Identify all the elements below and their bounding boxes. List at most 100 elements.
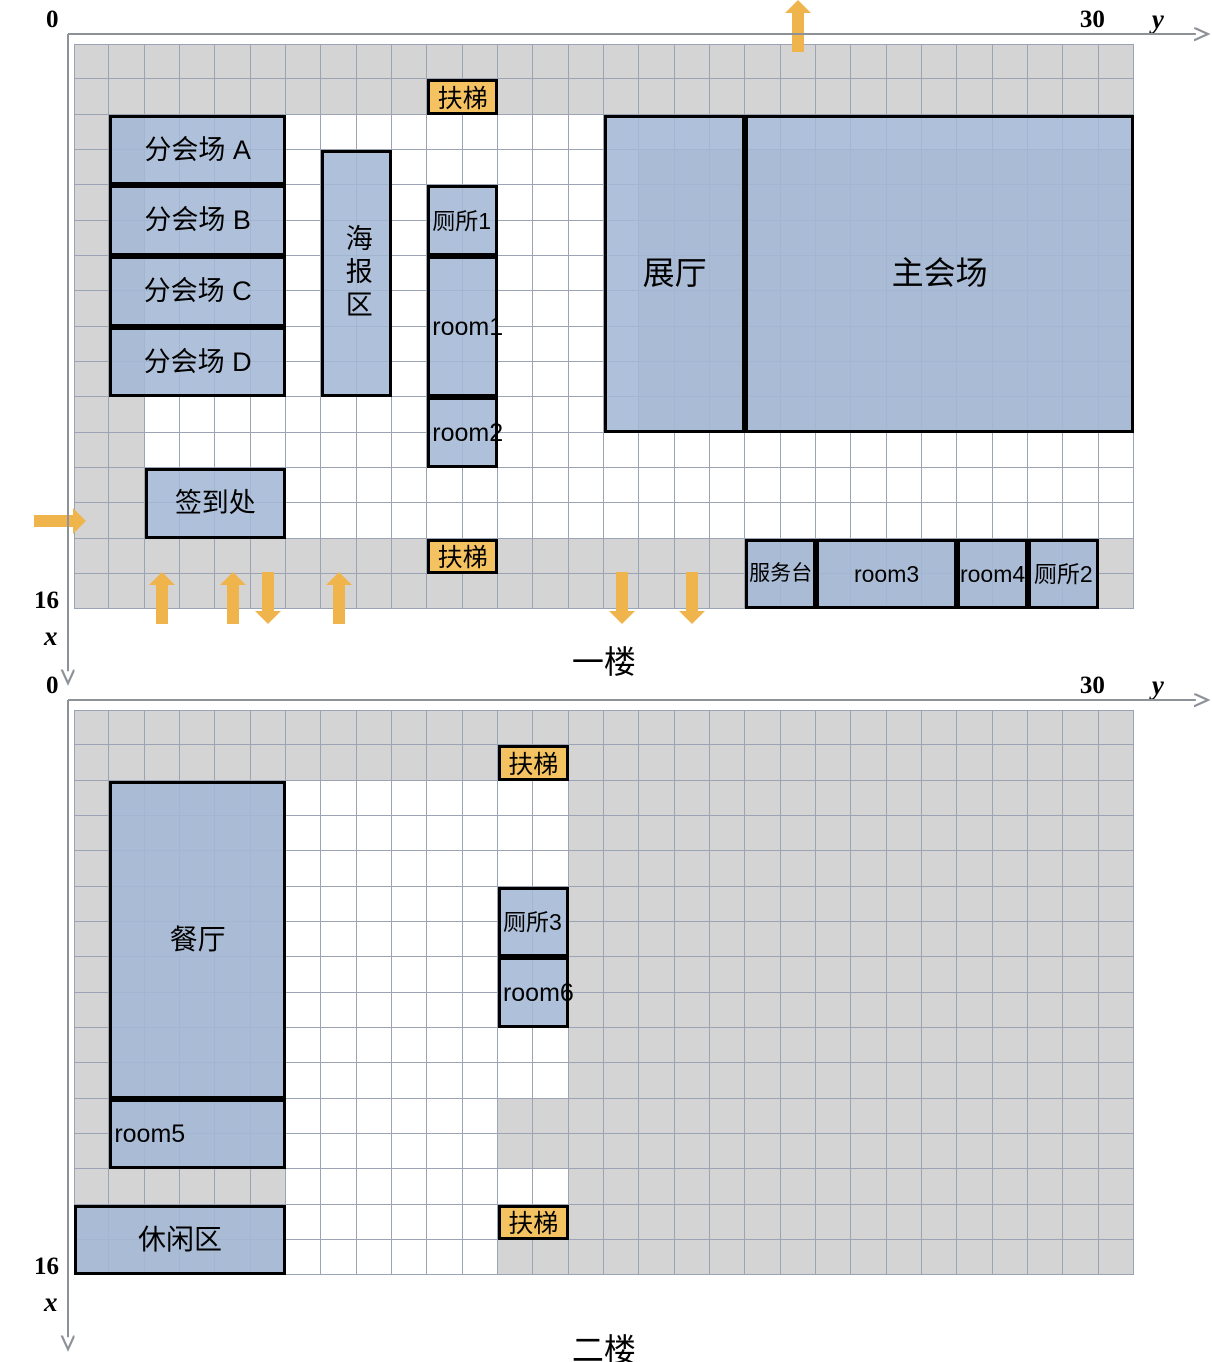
room-breakout-c[interactable]: 分会场 C bbox=[109, 255, 286, 327]
grid-cell bbox=[745, 1239, 781, 1276]
grid-cell bbox=[815, 79, 852, 115]
grid-cell bbox=[709, 886, 746, 922]
grid-cell bbox=[603, 538, 640, 574]
room-room2[interactable]: room2 bbox=[427, 397, 503, 468]
grid-cell bbox=[957, 1133, 993, 1170]
grid-cell bbox=[886, 1169, 922, 1205]
grid-cell bbox=[1027, 921, 1064, 958]
arrow-bottom-up-1 bbox=[149, 571, 176, 624]
grid-cell bbox=[568, 185, 604, 221]
room-main-hall[interactable]: 主会场 bbox=[745, 114, 1134, 433]
escalator-bottom-tag[interactable]: 扶梯 bbox=[427, 538, 498, 574]
grid-cell bbox=[886, 886, 922, 922]
grid-cell bbox=[1027, 432, 1064, 468]
grid-cell bbox=[497, 44, 534, 80]
grid-cell bbox=[709, 503, 746, 539]
grid-cell bbox=[1098, 1027, 1134, 1064]
grid-cell bbox=[957, 1169, 993, 1205]
grid-cell bbox=[957, 432, 993, 468]
grid-cell bbox=[356, 921, 392, 958]
grid-cell bbox=[851, 780, 887, 816]
grid-cell bbox=[886, 79, 922, 115]
escalator-top-tag[interactable]: 扶梯 bbox=[427, 79, 498, 115]
grid-cell bbox=[709, 1169, 746, 1205]
grid-cell bbox=[957, 1239, 993, 1276]
grid-cell bbox=[1098, 503, 1134, 539]
grid-cell bbox=[427, 710, 463, 746]
room-breakout-b[interactable]: 分会场 B bbox=[109, 185, 286, 256]
grid-cell bbox=[74, 921, 110, 958]
grid-cell bbox=[497, 397, 534, 433]
grid-cell bbox=[356, 538, 392, 574]
grid-cell bbox=[356, 503, 392, 539]
grid-cell bbox=[144, 745, 180, 781]
room-room4[interactable]: room4 bbox=[957, 538, 1028, 610]
grid-cell bbox=[285, 220, 322, 256]
grid-cell bbox=[179, 79, 216, 115]
grid-cell bbox=[992, 710, 1028, 746]
grid-cell bbox=[921, 503, 958, 539]
grid-cell bbox=[709, 467, 746, 504]
grid-cell bbox=[851, 745, 887, 781]
room-restroom-1[interactable]: 厕所1 bbox=[427, 185, 498, 256]
grid-cell bbox=[285, 780, 322, 816]
grid-cell bbox=[992, 44, 1028, 80]
grid-cell bbox=[745, 1169, 781, 1205]
room-room3[interactable]: room3 bbox=[815, 538, 958, 610]
grid-cell bbox=[462, 780, 498, 816]
room-restaurant[interactable]: 餐厅 bbox=[109, 780, 286, 1099]
grid-cell bbox=[1098, 538, 1134, 574]
room-room6[interactable]: room6 bbox=[497, 957, 574, 1028]
grid-cell bbox=[921, 710, 958, 746]
grid-cell bbox=[462, 992, 498, 1028]
grid-cell bbox=[462, 503, 498, 539]
room-restroom-3[interactable]: 厕所3 bbox=[497, 886, 569, 958]
grid-cell bbox=[321, 1027, 357, 1064]
room-breakout-d[interactable]: 分会场 D bbox=[109, 326, 286, 398]
grid-cell bbox=[462, 886, 498, 922]
grid-cell bbox=[639, 1063, 675, 1099]
room-label: 厕所2 bbox=[1033, 560, 1093, 587]
grid-cell bbox=[462, 467, 498, 504]
floor-1-y-max-label: 30 bbox=[1079, 6, 1105, 33]
room-restroom-2[interactable]: 厕所2 bbox=[1027, 538, 1099, 610]
room-room1[interactable]: room1 bbox=[427, 255, 503, 398]
room-check-in[interactable]: 签到处 bbox=[144, 467, 286, 539]
grid-cell bbox=[780, 1169, 816, 1205]
escalator-bottom-tag[interactable]: 扶梯 bbox=[497, 1204, 569, 1240]
grid-cell bbox=[74, 1133, 110, 1170]
room-exhibition-hall[interactable]: 展厅 bbox=[603, 114, 746, 433]
grid-cell bbox=[851, 467, 887, 504]
grid-cell bbox=[674, 1169, 710, 1205]
grid-cell bbox=[1027, 467, 1064, 504]
room-lounge-area[interactable]: 休闲区 bbox=[74, 1204, 286, 1276]
room-service-desk[interactable]: 服务台 bbox=[745, 538, 816, 610]
grid-cell bbox=[780, 1063, 816, 1099]
grid-cell bbox=[745, 1027, 781, 1064]
grid-cell bbox=[780, 780, 816, 816]
grid-cell bbox=[568, 1169, 604, 1205]
room-poster-area[interactable]: 海报区 bbox=[321, 149, 392, 398]
grid-cell bbox=[639, 957, 675, 993]
grid-cell bbox=[709, 780, 746, 816]
grid-cell bbox=[285, 745, 322, 781]
grid-cell bbox=[1098, 886, 1134, 922]
escalator-top-tag[interactable]: 扶梯 bbox=[497, 745, 569, 781]
grid-cell bbox=[568, 992, 604, 1028]
grid-cell bbox=[215, 44, 251, 80]
grid-cell bbox=[533, 44, 569, 80]
grid-cell bbox=[1098, 1098, 1134, 1134]
grid-cell bbox=[285, 1239, 322, 1276]
grid-cell bbox=[1098, 467, 1134, 504]
grid-cell bbox=[851, 992, 887, 1028]
grid-cell bbox=[356, 397, 392, 433]
grid-cell bbox=[780, 79, 816, 115]
grid-cell bbox=[921, 780, 958, 816]
grid-cell bbox=[74, 44, 110, 80]
grid-cell bbox=[74, 326, 110, 362]
room-room5[interactable]: room5 bbox=[109, 1098, 286, 1170]
room-breakout-a[interactable]: 分会场 A bbox=[109, 114, 286, 186]
grid-cell bbox=[215, 432, 251, 468]
grid-cell bbox=[321, 114, 357, 150]
grid-cell bbox=[709, 1063, 746, 1099]
